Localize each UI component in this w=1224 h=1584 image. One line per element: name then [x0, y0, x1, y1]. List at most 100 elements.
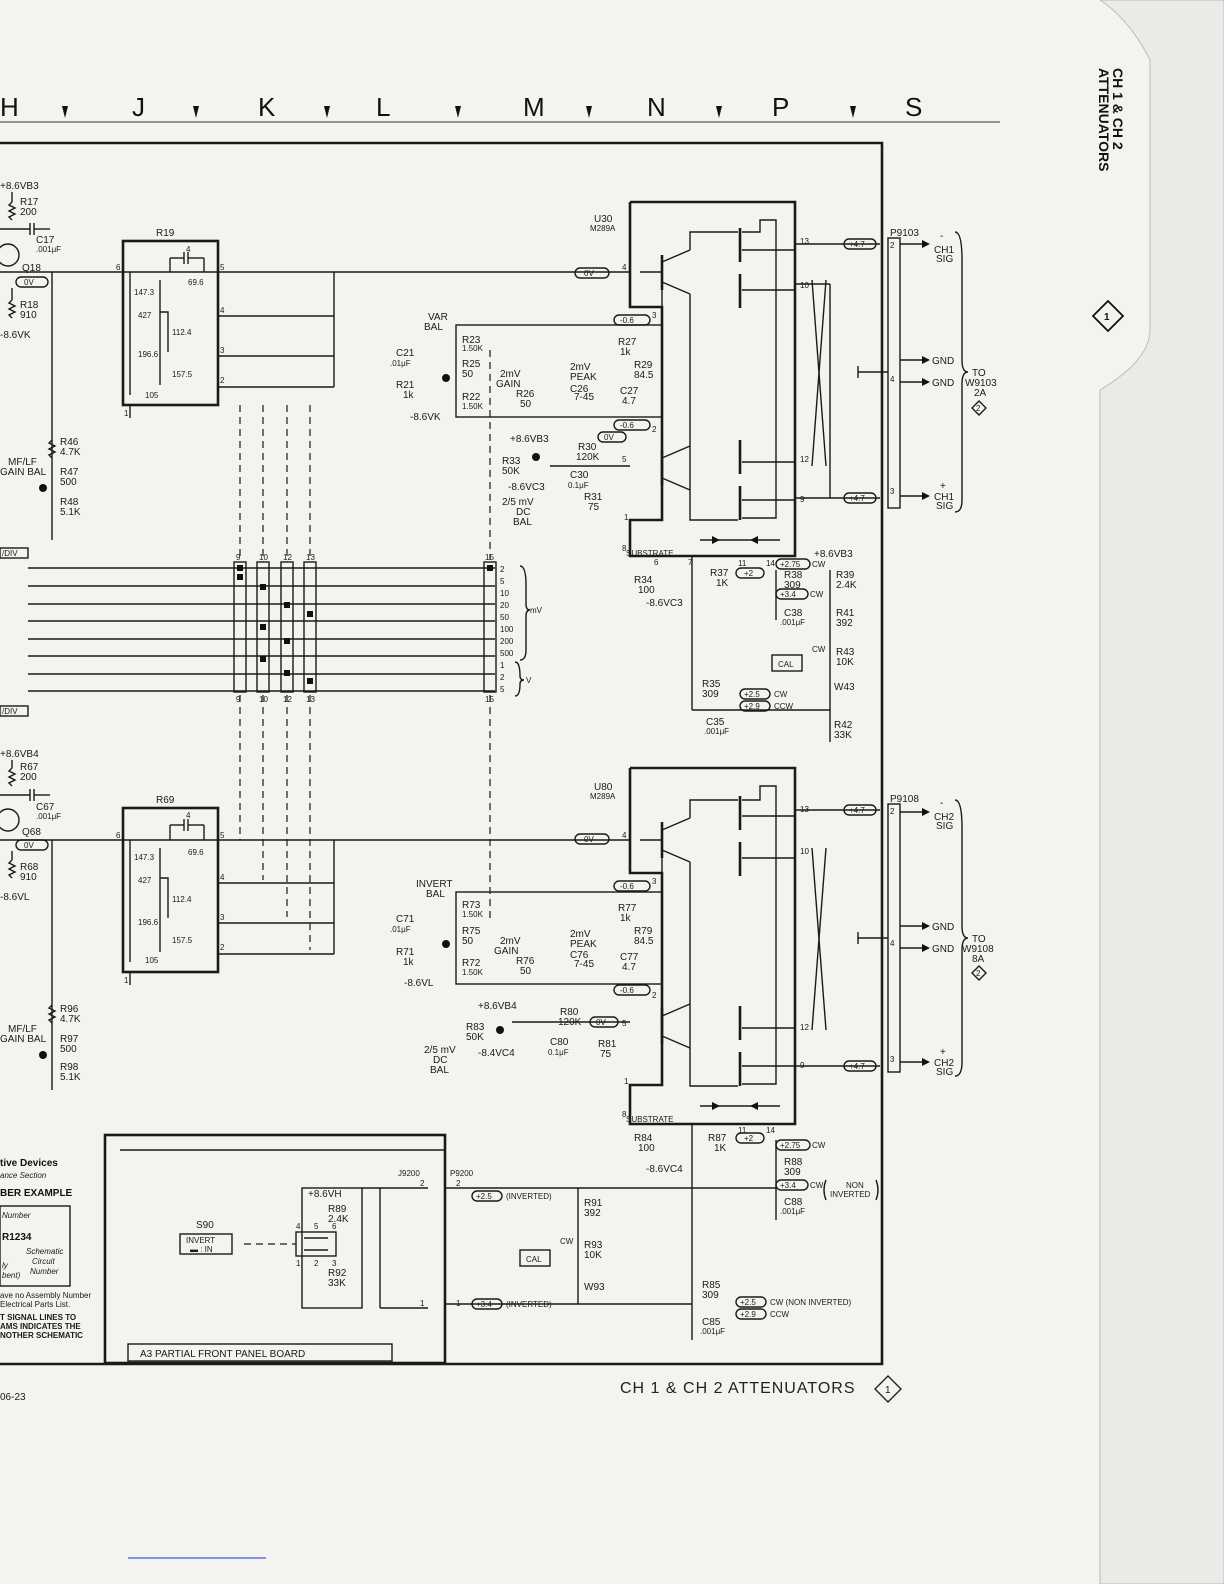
svg-text:2: 2 — [890, 807, 895, 816]
svg-text:-8.6VC3: -8.6VC3 — [646, 598, 683, 609]
svg-text:GAIN BAL: GAIN BAL — [0, 1034, 47, 1045]
svg-text:R81: R81 — [598, 1039, 617, 1050]
svg-text:1: 1 — [124, 409, 129, 418]
svg-text:500: 500 — [60, 1044, 77, 1055]
svg-text:500: 500 — [500, 649, 514, 658]
svg-text:5: 5 — [220, 263, 225, 272]
svg-text:R93: R93 — [584, 1240, 603, 1251]
svg-text:+: + — [940, 1047, 946, 1058]
svg-text:2mV: 2mV — [500, 936, 521, 947]
svg-text:R67: R67 — [20, 762, 39, 773]
svg-text:Number: Number — [2, 1211, 31, 1220]
svg-text:W9108: W9108 — [962, 944, 994, 955]
svg-text:+8.6VB4: +8.6VB4 — [478, 1001, 517, 1012]
side-tab-title: CH 1 & CH 2 ATTENUATORS — [1096, 68, 1126, 171]
svg-text:bent): bent) — [2, 1271, 21, 1280]
ch1-output-connector: +4.7 +4.7 P9103 2 4 3 - CH1 SIG GND GND … — [795, 228, 997, 513]
svg-text:GAIN: GAIN — [494, 946, 518, 957]
svg-text:5: 5 — [220, 831, 225, 840]
svg-text:5: 5 — [500, 577, 505, 586]
svg-text:-: - — [940, 231, 943, 242]
svg-text:R69: R69 — [156, 795, 175, 806]
svg-text:157.5: 157.5 — [172, 936, 193, 945]
svg-text:ATTENUATORS: ATTENUATORS — [1096, 68, 1112, 171]
svg-text:06-23: 06-23 — [0, 1392, 26, 1403]
svg-text:200: 200 — [500, 637, 514, 646]
svg-text:R43: R43 — [836, 647, 855, 658]
svg-text:50: 50 — [462, 369, 474, 380]
svg-text:4: 4 — [186, 245, 191, 254]
svg-text:W9103: W9103 — [965, 378, 997, 389]
svg-text:MF/LF: MF/LF — [8, 457, 37, 468]
svg-text:5: 5 — [500, 685, 505, 694]
ch2-input-stage: +8.6VB4 R67 200 C67 .001μF Q68 0V R68 91… — [0, 749, 630, 903]
svg-text:+8.6VB3: +8.6VB3 — [814, 549, 853, 560]
svg-text:ly: ly — [2, 1261, 9, 1270]
svg-text:/DIV: /DIV — [2, 707, 18, 716]
front-panel-board: A3 PARTIAL FRONT PANEL BOARD S90 INVERT … — [127, 1169, 776, 1362]
svg-text:10: 10 — [259, 695, 268, 704]
svg-text:R46: R46 — [60, 437, 79, 448]
svg-text:2: 2 — [220, 376, 225, 385]
svg-text:BAL: BAL — [513, 517, 532, 528]
svg-text:8: 8 — [622, 1110, 627, 1119]
svg-text:GND: GND — [932, 378, 954, 389]
svg-text:3: 3 — [890, 1055, 895, 1064]
svg-text:4.7K: 4.7K — [60, 447, 81, 458]
svg-text:ance Section: ance Section — [0, 1171, 47, 1180]
svg-text:C26: C26 — [570, 384, 589, 395]
svg-text:CCW: CCW — [774, 702, 794, 711]
ch1-gain-bal: R46 4.7K MF/LF GAIN BAL R47 500 R48 5.1K — [0, 272, 81, 540]
svg-text:1: 1 — [420, 1299, 425, 1308]
svg-text:R37: R37 — [710, 568, 729, 579]
svg-text:.001μF: .001μF — [704, 727, 729, 736]
svg-text:R83: R83 — [466, 1022, 485, 1033]
svg-text:C27: C27 — [620, 386, 639, 397]
svg-text:CH2: CH2 — [934, 812, 954, 823]
svg-text:309: 309 — [784, 1167, 801, 1178]
svg-text:+3.4: +3.4 — [476, 1300, 492, 1309]
svg-text:PEAK: PEAK — [570, 372, 597, 383]
svg-text:R84: R84 — [634, 1133, 653, 1144]
svg-text:SIG: SIG — [936, 821, 953, 832]
svg-text:CW: CW — [560, 1237, 574, 1246]
svg-text:50: 50 — [520, 966, 532, 977]
svg-text:.001μF: .001μF — [700, 1327, 725, 1336]
svg-text:CAL: CAL — [526, 1255, 542, 1264]
svg-text:R19: R19 — [156, 228, 175, 239]
svg-text:SUBSTRATE: SUBSTRATE — [626, 549, 673, 558]
svg-text:.001μF: .001μF — [780, 1207, 805, 1216]
svg-text:+8.6VB3: +8.6VB3 — [510, 434, 549, 445]
svg-text:+2.75: +2.75 — [780, 1141, 801, 1150]
svg-text:+2: +2 — [744, 569, 754, 578]
svg-text:5: 5 — [622, 1019, 627, 1028]
svg-text:R33: R33 — [502, 456, 521, 467]
svg-text:Q68: Q68 — [22, 827, 41, 838]
svg-text:+2.75: +2.75 — [780, 560, 801, 569]
svg-text:12: 12 — [800, 455, 809, 464]
svg-text:+8.6VH: +8.6VH — [308, 1189, 342, 1200]
svg-text:CCW: CCW — [770, 1310, 790, 1319]
svg-text:R88: R88 — [784, 1157, 803, 1168]
svg-text:5: 5 — [314, 1222, 319, 1231]
svg-text:112.4: 112.4 — [172, 895, 192, 904]
svg-text:2A: 2A — [974, 388, 987, 399]
svg-text:50: 50 — [520, 399, 532, 410]
svg-text:1k: 1k — [620, 913, 632, 924]
svg-text:10: 10 — [500, 589, 509, 598]
svg-text:+2: +2 — [744, 1134, 754, 1143]
svg-text:69.6: 69.6 — [188, 848, 204, 857]
svg-text:4.7: 4.7 — [622, 396, 636, 407]
svg-text:H: H — [0, 92, 19, 122]
svg-text:CW: CW — [774, 690, 788, 699]
svg-text:C38: C38 — [784, 608, 803, 619]
svg-text:-0.6: -0.6 — [620, 986, 634, 995]
svg-text:P9108: P9108 — [890, 794, 919, 805]
svg-text:2mV: 2mV — [570, 929, 591, 940]
svg-text:mV: mV — [530, 606, 543, 615]
svg-text:CH1: CH1 — [934, 492, 954, 503]
svg-text:6: 6 — [116, 831, 121, 840]
svg-text:INVERTED: INVERTED — [830, 1190, 871, 1199]
svg-text:8A: 8A — [972, 954, 985, 965]
svg-text:J9200: J9200 — [398, 1169, 420, 1178]
